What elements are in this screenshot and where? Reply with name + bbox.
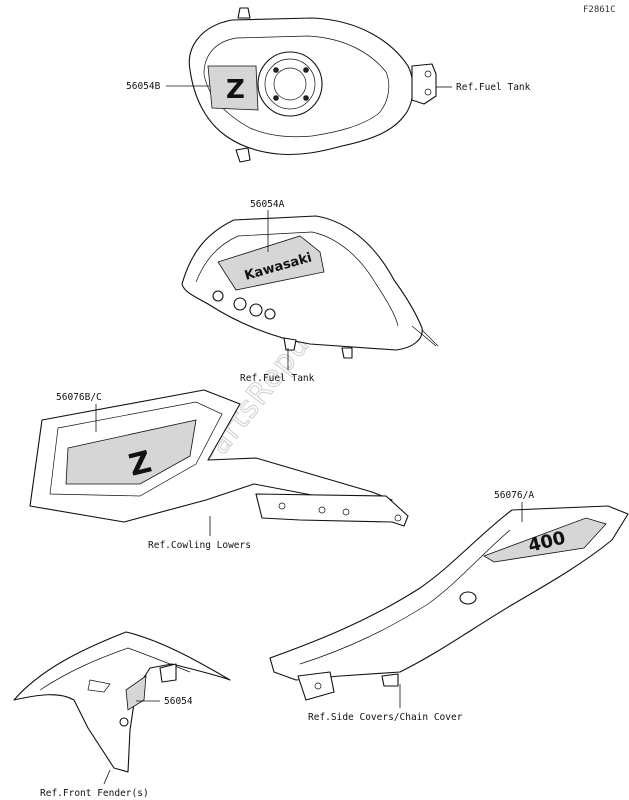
label-side-cover-decal: 56076/A	[494, 490, 534, 501]
label-fender-decal: 56054	[164, 696, 193, 707]
label-ref-side-covers: Ref.Side Covers/Chain Cover	[308, 712, 463, 723]
fuel-tank-side-view: Kawasaki	[181, 215, 439, 359]
label-tank-decal: 56054B	[126, 81, 161, 92]
side-cover-decal: 400	[269, 505, 629, 701]
diagram-code: F2861C	[583, 5, 616, 15]
label-ref-fuel-tank-2: Ref.Fuel Tank	[240, 373, 315, 384]
label-tank-side-decal: 56054A	[250, 199, 285, 210]
label-cowling-decal: 56076B/C	[56, 392, 102, 403]
label-ref-cowling-lowers: Ref.Cowling Lowers	[148, 540, 251, 551]
front-fender	[13, 631, 231, 773]
cowling-decal: Z	[29, 389, 409, 527]
label-ref-fuel-tank-1: Ref.Fuel Tank	[456, 82, 531, 93]
tank-z-logo: Z	[226, 75, 245, 105]
fuel-tank-top-view: Z	[188, 7, 437, 163]
label-ref-front-fender: Ref.Front Fender(s)	[40, 788, 149, 799]
